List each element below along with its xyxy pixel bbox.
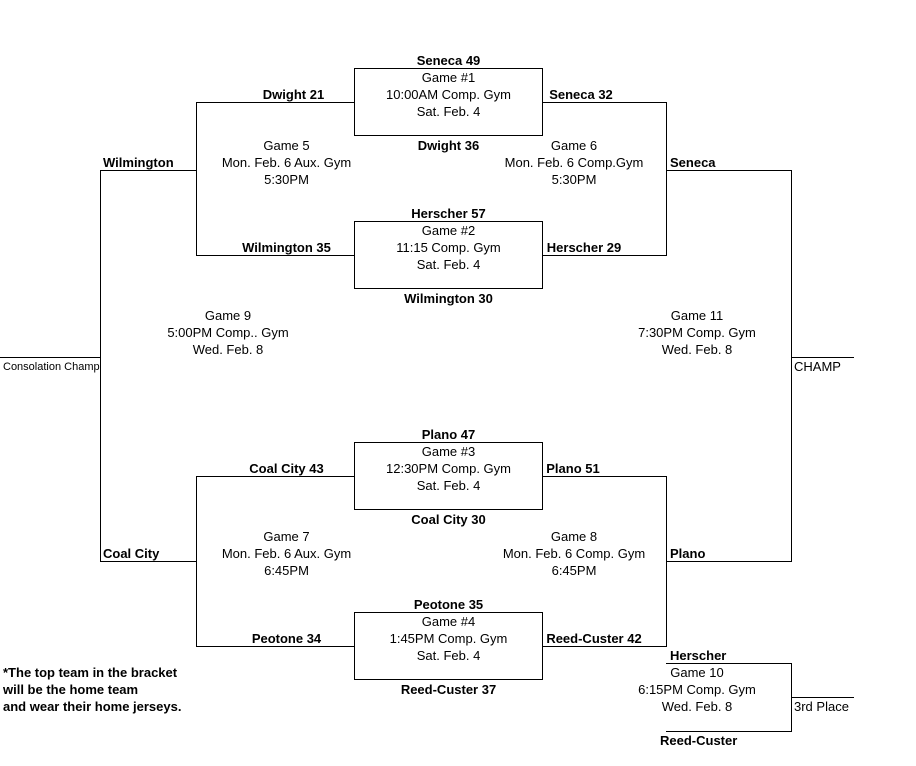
game3-label: Game #3 — [421, 444, 476, 459]
game3-bottom-result: Coal City 30 — [411, 512, 486, 527]
consolation-champ-label: Consolation Champ — [3, 361, 100, 373]
game8-date: 6:45PM — [551, 563, 597, 578]
third-place-label: 3rd Place — [794, 699, 849, 714]
home-team-note-line1: *The top team in the bracket — [3, 665, 178, 680]
line-seneca-adv — [666, 170, 792, 171]
game9-date: Wed. Feb. 8 — [192, 342, 264, 357]
game2-box — [354, 221, 543, 289]
game10-label: Game 10 — [670, 665, 724, 680]
game1-date: Sat. Feb. 4 — [416, 104, 481, 119]
line-game11-vertical — [791, 170, 792, 562]
game8-label: Game 8 — [550, 529, 598, 544]
game3-time: 12:30PM Comp. Gym — [386, 461, 511, 476]
slot-seneca: Seneca 32 — [549, 87, 613, 102]
slot-plano-adv: Plano — [670, 546, 706, 561]
game9-label: Game 9 — [204, 308, 252, 323]
slot-plano: Plano 51 — [546, 461, 600, 476]
game3-box — [354, 442, 543, 510]
line-herscher-3rd — [666, 663, 792, 664]
home-team-note-line3: and wear their home jerseys. — [3, 699, 182, 714]
game2-date: Sat. Feb. 4 — [416, 257, 481, 272]
game7-date: 6:45PM — [264, 563, 309, 578]
line-dwight-slot — [196, 102, 355, 103]
game7-label: Game 7 — [263, 529, 310, 544]
slot-dwight: Dwight 21 — [262, 87, 325, 102]
game4-box — [354, 612, 543, 680]
line-game5-vertical — [196, 102, 197, 256]
game10-time: 6:15PM Comp. Gym — [638, 682, 756, 697]
home-team-note-line2: will be the home team — [3, 682, 139, 697]
game4-top-result: Peotone 35 — [413, 597, 484, 612]
game2-bottom-result: Wilmington 30 — [404, 291, 493, 306]
line-wilmington-slot — [196, 255, 355, 256]
game2-label: Game #2 — [421, 223, 476, 238]
game7-time: Mon. Feb. 6 Aux. Gym — [221, 546, 352, 561]
game4-time: 1:45PM Comp. Gym — [389, 631, 508, 646]
line-coal-city-slot — [196, 476, 355, 477]
line-champ — [791, 357, 854, 358]
game11-date: Wed. Feb. 8 — [661, 342, 733, 357]
line-reed-custer-3rd — [666, 731, 792, 732]
slot-reed-custer-3rd: Reed-Custer — [660, 733, 738, 748]
line-game6-vertical — [666, 102, 667, 256]
game4-label: Game #4 — [421, 614, 476, 629]
line-wilmington-adv — [100, 170, 197, 171]
line-plano-adv — [666, 561, 792, 562]
game3-top-result: Plano 47 — [421, 427, 476, 442]
line-reed-custer-slot — [542, 646, 667, 647]
game1-box — [354, 68, 543, 136]
game8-time: Mon. Feb. 6 Comp. Gym — [502, 546, 646, 561]
slot-coal-city: Coal City 43 — [249, 461, 324, 476]
game1-top-result: Seneca 49 — [416, 53, 481, 68]
slot-reed-custer: Reed-Custer 42 — [546, 631, 642, 646]
line-game9-vertical — [100, 170, 101, 562]
game6-label: Game 6 — [550, 138, 598, 153]
line-seneca-slot — [542, 102, 667, 103]
game2-top-result: Herscher 57 — [411, 206, 486, 221]
game9-time: 5:00PM Comp.. Gym — [167, 325, 289, 340]
slot-coal-city-adv: Coal City — [103, 546, 160, 561]
line-consolation-champ — [0, 357, 101, 358]
game1-time: 10:00AM Comp. Gym — [386, 87, 511, 102]
game5-time: Mon. Feb. 6 Aux. Gym — [221, 155, 352, 170]
line-plano-slot — [542, 476, 667, 477]
game11-label: Game 11 — [670, 308, 724, 323]
slot-herscher: Herscher 29 — [546, 240, 622, 255]
game10-date: Wed. Feb. 8 — [661, 699, 733, 714]
game1-bottom-result: Dwight 36 — [417, 138, 480, 153]
game11-time: 7:30PM Comp. Gym — [638, 325, 756, 340]
line-third-place — [791, 697, 854, 698]
game4-date: Sat. Feb. 4 — [416, 648, 481, 663]
line-herscher-slot — [542, 255, 667, 256]
slot-herscher-3rd: Herscher — [670, 648, 727, 663]
game5-date: 5:30PM — [264, 172, 309, 187]
slot-wilmington-adv: Wilmington — [103, 155, 174, 170]
game5-label: Game 5 — [263, 138, 310, 153]
game6-time: Mon. Feb. 6 Comp.Gym — [504, 155, 644, 170]
game6-date: 5:30PM — [551, 172, 597, 187]
slot-wilmington: Wilmington 35 — [242, 240, 331, 255]
game4-bottom-result: Reed-Custer 37 — [400, 682, 497, 697]
line-coal-city-adv — [100, 561, 197, 562]
slot-peotone: Peotone 34 — [251, 631, 322, 646]
champ-label: CHAMP — [794, 359, 841, 374]
slot-seneca-adv: Seneca — [670, 155, 716, 170]
game1-label: Game #1 — [421, 70, 476, 85]
line-peotone-slot — [196, 646, 355, 647]
game3-date: Sat. Feb. 4 — [416, 478, 481, 493]
game2-time: 11:15 Comp. Gym — [396, 240, 501, 255]
